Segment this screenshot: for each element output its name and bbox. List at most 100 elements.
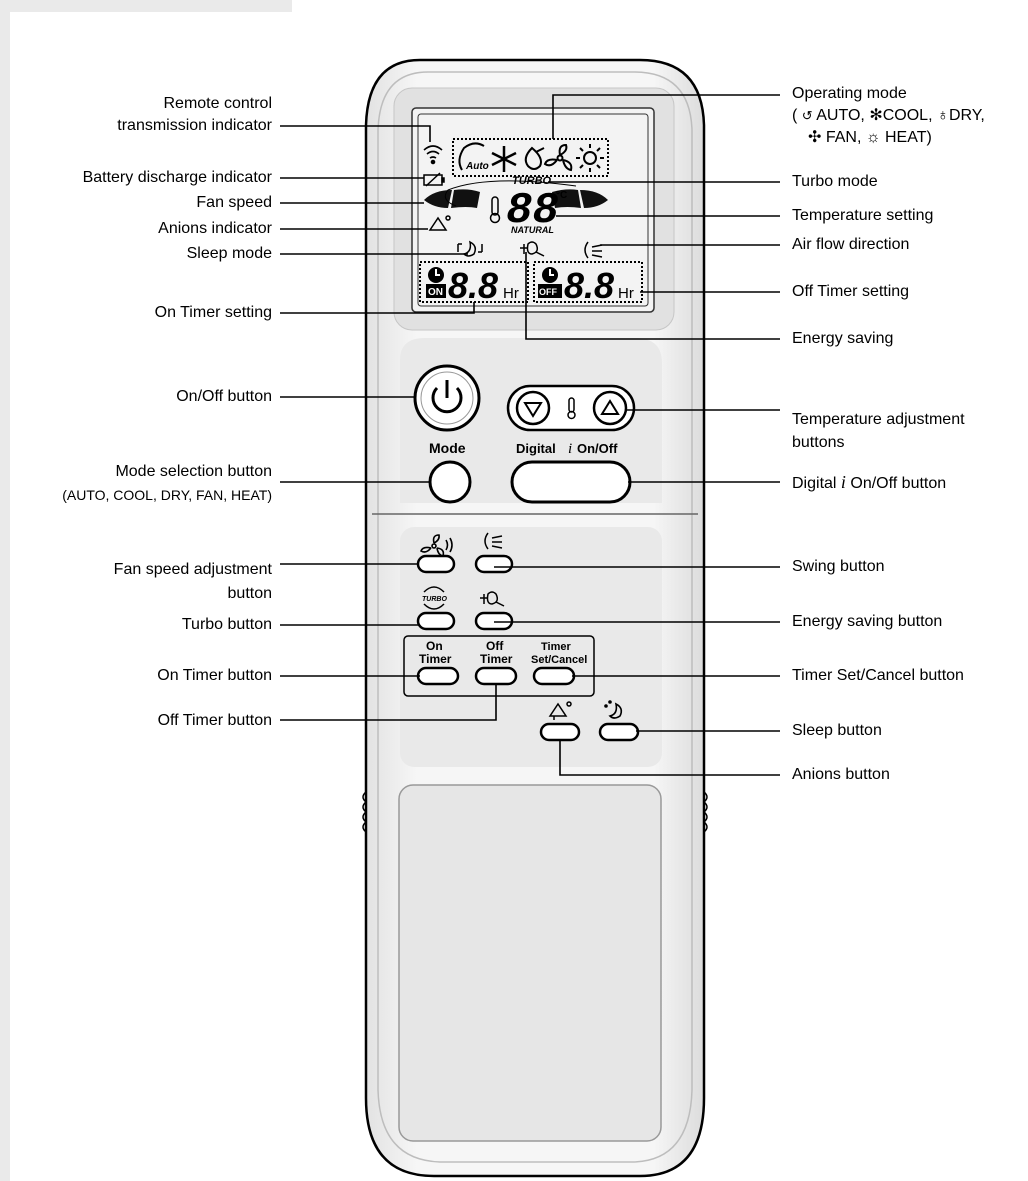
label-turbo-mode: Turbo mode [792,173,878,190]
label-fan-speed: Fan speed [196,194,272,211]
swing-lcd-icon [584,241,603,259]
mode-icons-box [452,138,609,177]
side-ridge-right [702,791,708,833]
label-energy-saving: Energy saving [792,330,894,347]
digital-label: Digital [516,441,556,456]
digital-i-button[interactable] [510,460,632,504]
turbo-lcd-text: TURBO [512,175,552,187]
label-on-off-button: On/Off button [176,388,272,405]
label-mode-selection-2: (AUTO, COOL, DRY, FAN, HEAT) [62,487,272,503]
lower-button-panel: TURBO On Timer Off Timer Timer Set/Cance… [372,513,698,767]
thermometer-icon [489,196,501,224]
label-temp-adjust-1: Temperature adjustment [792,411,965,428]
off-timer-digits: 8.8 [564,265,614,306]
label-remote-tx-1: Remote control [163,95,273,112]
energy-saving-icon [480,591,505,607]
off-timer-clock-icon: OFF [538,267,562,298]
label-timer-set-cancel: Timer Set/Cancel button [792,667,964,684]
battery-cover [398,784,662,1142]
label-battery: Battery discharge indicator [82,169,272,186]
svg-text:ON: ON [428,287,443,298]
battery-icon [423,172,445,187]
anions-lcd-icon [428,215,451,231]
on-timer-label-2: Timer [419,652,452,666]
label-digital-i: Digital i On/Off button [792,472,947,492]
sleep-icon [604,700,623,719]
top-margin-bar [0,0,292,12]
anions-button[interactable] [539,722,581,742]
off-timer-label-1: Off [486,639,504,653]
label-mode-selection-1: Mode selection button [115,463,272,480]
timer-set-cancel-button[interactable] [532,666,576,686]
timer-group-frame [403,635,595,697]
energy-lcd-icon [520,241,545,257]
label-fan-adjust-1: Fan speed adjustment [113,561,272,578]
label-off-timer-setting: Off Timer setting [792,283,910,300]
label-swing-button: Swing button [792,558,885,575]
label-anions-button: Anions button [792,766,890,783]
label-energy-saving-button: Energy saving button [792,613,943,630]
leader-lines [280,94,780,776]
sleep-lcd-icon [457,240,483,257]
label-sleep-mode: Sleep mode [186,245,272,262]
fan-speed-button[interactable] [416,554,456,574]
left-margin-bar [0,12,10,1181]
up-triangle-icon [600,399,620,415]
temp-down-button[interactable] [515,390,551,426]
off-timer-hr: Hr [618,285,634,302]
label-on-timer-setting: On Timer setting [154,304,272,321]
mode-button[interactable] [428,460,472,504]
timer-set-label-1: Timer [541,641,571,653]
off-timer-button[interactable] [474,666,518,686]
dry-mini-icon: ♁ [936,107,949,124]
on-timer-digits: 8.8 [448,265,498,306]
on-timer-hr: Hr [503,285,519,302]
celsius-unit: °C [556,190,567,201]
label-on-timer-button: On Timer button [157,667,272,684]
temp-up-button[interactable] [592,390,628,426]
off-timer-box [533,261,643,303]
down-triangle-icon [523,402,543,418]
on-timer-button[interactable] [416,666,460,686]
label-off-timer-button: Off Timer button [157,712,272,729]
label-turbo-button: Turbo button [181,616,272,633]
label-air-flow: Air flow direction [792,236,910,253]
label-remote-tx-2: transmission indicator [117,117,272,134]
upper-button-panel: Mode Digital i On/Off [400,338,662,504]
label-temp-adjust-2: buttons [792,434,845,451]
timer-set-label-2: Set/Cancel [531,654,587,666]
turbo-icon: TURBO [422,586,447,610]
label-sleep-button: Sleep button [792,722,882,739]
turbo-button[interactable] [416,611,456,631]
label-operating-mode: Operating mode [792,85,907,102]
svg-text:OFF: OFF [539,287,557,297]
auto-mini-icon: ↺ [801,108,813,123]
on-timer-clock-icon: ON [426,267,446,298]
sleep-button[interactable] [598,722,640,742]
side-ridge-left [362,791,368,833]
label-operating-mode-line3: ✣ FAN, ☼ HEAT) [808,129,932,146]
energy-saving-button[interactable] [474,611,514,631]
label-temperature-setting: Temperature setting [792,207,934,224]
fan-mini-icon: ✣ [808,129,822,146]
on-timer-label-1: On [426,639,443,653]
swing-icon [484,532,503,550]
cool-mode-icon [491,146,517,172]
fan-speed-bars [424,189,608,208]
cool-mini-icon: ✻ [869,107,883,124]
swing-button[interactable] [474,554,514,574]
mode-button-label: Mode [429,440,466,456]
onoff-label: On/Off [577,441,618,456]
heat-mode-icon [576,144,604,172]
label-fan-adjust-2: button [227,585,272,602]
auto-mode-icon: Auto [458,142,489,172]
svg-text:Auto: Auto [465,161,489,172]
off-timer-label-2: Timer [480,652,513,666]
anions-icon [548,701,572,720]
transmission-icon [423,145,443,165]
dry-mode-icon [524,146,545,170]
power-icon [431,380,463,414]
svg-text:TURBO: TURBO [422,596,447,603]
digital-i-label: i [568,441,572,457]
